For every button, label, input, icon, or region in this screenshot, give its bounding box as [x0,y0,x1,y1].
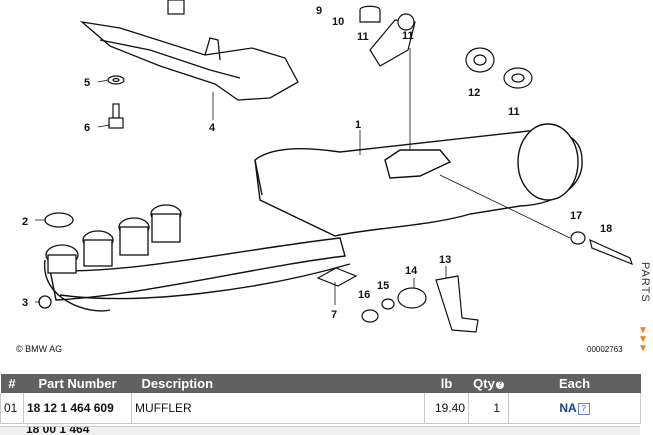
callout-17: 17 [570,210,582,222]
bolt-washer-drawing [107,75,125,129]
down-arrow-icon: ▼ [638,325,648,336]
row-each: NA? [508,393,641,424]
col-header-part-number: Part Number [23,374,132,393]
callout-7: 7 [331,309,337,321]
callout-4: 4 [209,122,216,134]
row-description: MUFFLER [131,393,425,424]
copyright-text: © BMW AG [16,344,62,354]
col-header-lb: lb [424,374,469,393]
callout-16: 16 [358,289,370,301]
qty-header-label: Qty [473,376,495,391]
callout-9: 9 [316,5,322,17]
down-arrow-icon: ▼ [638,343,648,354]
table-row-partial[interactable]: 18 00 1 464 [0,426,640,435]
callout-11b: 11 [402,30,414,42]
callout-6: 6 [84,122,90,134]
muffler-drawing [44,123,583,312]
heat-shield-drawing [79,21,299,101]
callout-1: 1 [355,119,361,131]
row-part-number[interactable]: 18 12 1 464 609 [23,393,132,424]
col-header-index: # [0,374,24,393]
mount-hardware-drawing [167,0,633,333]
parts-table: # Part Number Description lb Qty? Each 0… [0,374,641,424]
callout-14: 14 [405,265,418,277]
callout-11c: 11 [508,106,520,118]
col-header-qty: Qty? [468,374,509,393]
table-row[interactable]: 01 18 12 1 464 609 MUFFLER 19.40 1 NA? [0,393,641,424]
callout-13: 13 [439,254,451,266]
callout-12: 12 [468,87,480,99]
exhaust-parts-diagram: 9 10 11 11 12 11 5 6 4 1 2 3 7 13 14 15 … [16,0,633,354]
price-help-icon[interactable]: ? [577,403,590,415]
row-qty: 1 [468,393,509,424]
qty-help-icon[interactable]: ? [495,381,504,389]
callout-5: 5 [84,77,90,89]
each-value: NA [559,401,577,415]
callout-2: 2 [22,216,28,228]
diagram-number: 00002763 [587,345,623,354]
callout-15: 15 [377,280,389,292]
parts-tab-label: PARTS [639,262,651,303]
col-header-description: Description [131,374,425,393]
callout-11: 11 [357,31,369,43]
row-index: 01 [0,393,24,424]
col-header-each: Each [508,374,641,393]
down-arrow-icon: ▼ [638,334,648,345]
parts-side-tab[interactable]: PARTS ▼ ▼ ▼ [637,262,651,358]
callout-10: 10 [332,16,344,28]
callout-18: 18 [600,223,612,235]
leader-lines [35,48,571,305]
row-part-number[interactable]: 18 00 1 464 [26,426,90,435]
row-lb: 19.40 [424,393,469,424]
header-pipes-drawing [38,204,182,309]
callout-3: 3 [22,297,28,309]
table-header-row: # Part Number Description lb Qty? Each [0,374,641,393]
